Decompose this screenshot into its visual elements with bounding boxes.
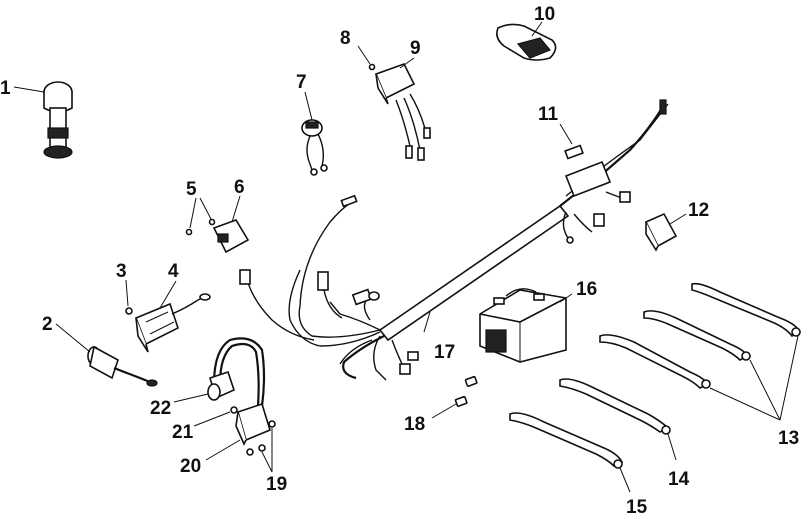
callout-14: 14 [668, 469, 690, 490]
part-18-terminals [431, 375, 478, 419]
callout-10: 10 [534, 4, 555, 25]
part-8-9-cdi-box [357, 45, 431, 161]
part-12-relay [644, 212, 687, 252]
callout-3: 3 [116, 261, 127, 282]
part-17-wiring-harness [239, 99, 669, 381]
callout-17: 17 [434, 342, 455, 363]
part-10-cover [496, 21, 557, 61]
callout-13: 13 [778, 428, 799, 449]
part-5-6-relay [185, 195, 250, 254]
part-3-4-regulator [125, 279, 211, 353]
part-16-battery [479, 288, 573, 363]
callout-11: 11 [538, 104, 559, 125]
callout-16: 16 [576, 279, 597, 300]
callout-20: 20 [180, 456, 201, 477]
part-7-module [301, 91, 328, 176]
part-2-sensor [55, 323, 158, 387]
callout-22: 22 [150, 398, 171, 419]
callout-15: 15 [626, 497, 648, 515]
callout-19: 19 [266, 474, 287, 495]
callout-2: 2 [42, 314, 53, 335]
callout-9: 9 [410, 38, 421, 59]
callout-18: 18 [404, 414, 425, 435]
callout-5: 5 [186, 179, 197, 200]
callout-6: 6 [234, 177, 245, 198]
callout-12: 12 [688, 200, 709, 221]
part-19-22-ignition-coil [173, 337, 276, 473]
callout-8: 8 [340, 28, 351, 49]
callout-1: 1 [0, 78, 11, 99]
callout-21: 21 [172, 422, 194, 443]
callout-4: 4 [168, 261, 179, 282]
part-1-key-switch [13, 81, 73, 159]
part-11-fuse [559, 123, 584, 160]
part-13-14-15-cables [509, 282, 802, 493]
callout-7: 7 [296, 72, 307, 93]
